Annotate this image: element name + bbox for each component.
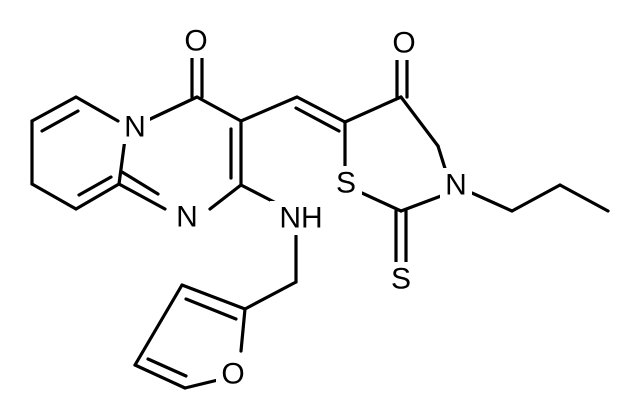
bond [180, 283, 247, 311]
atom-labels: O O N N NH S N S O [120, 22, 472, 392]
bond [470, 191, 514, 213]
bond [146, 357, 188, 378]
bond [117, 137, 127, 186]
bond [243, 280, 298, 311]
atom-s-thione: S [391, 263, 411, 296]
atom-o-top-left: O [184, 25, 207, 58]
atom-s-ring: S [336, 167, 356, 200]
bond [294, 106, 341, 133]
bond [144, 95, 199, 123]
bond [40, 109, 80, 133]
bond [558, 183, 610, 213]
bond [239, 95, 299, 123]
bond [133, 363, 187, 390]
atom-n-ring: N [124, 111, 146, 144]
bond [208, 183, 243, 211]
bond [120, 170, 160, 196]
bond [74, 182, 121, 211]
bond [117, 182, 167, 211]
bond [239, 307, 247, 353]
bond [74, 95, 120, 123]
bond [77, 175, 113, 197]
atom-o-furan: O [221, 358, 244, 391]
bond [343, 95, 403, 124]
bond [30, 95, 78, 123]
bond [133, 283, 184, 367]
bond [399, 95, 440, 148]
atom-n-right: N [445, 169, 467, 202]
bond [295, 95, 347, 124]
bond [239, 183, 278, 205]
atom-n-lower: N [176, 201, 198, 234]
atom-o-top-right: O [392, 27, 415, 60]
atom-nh: NH [279, 202, 322, 235]
bond [399, 194, 443, 213]
bond [360, 191, 403, 213]
bond [510, 183, 562, 213]
bond [183, 378, 220, 390]
bond [30, 182, 78, 211]
bond [184, 297, 238, 321]
bond [195, 95, 243, 123]
